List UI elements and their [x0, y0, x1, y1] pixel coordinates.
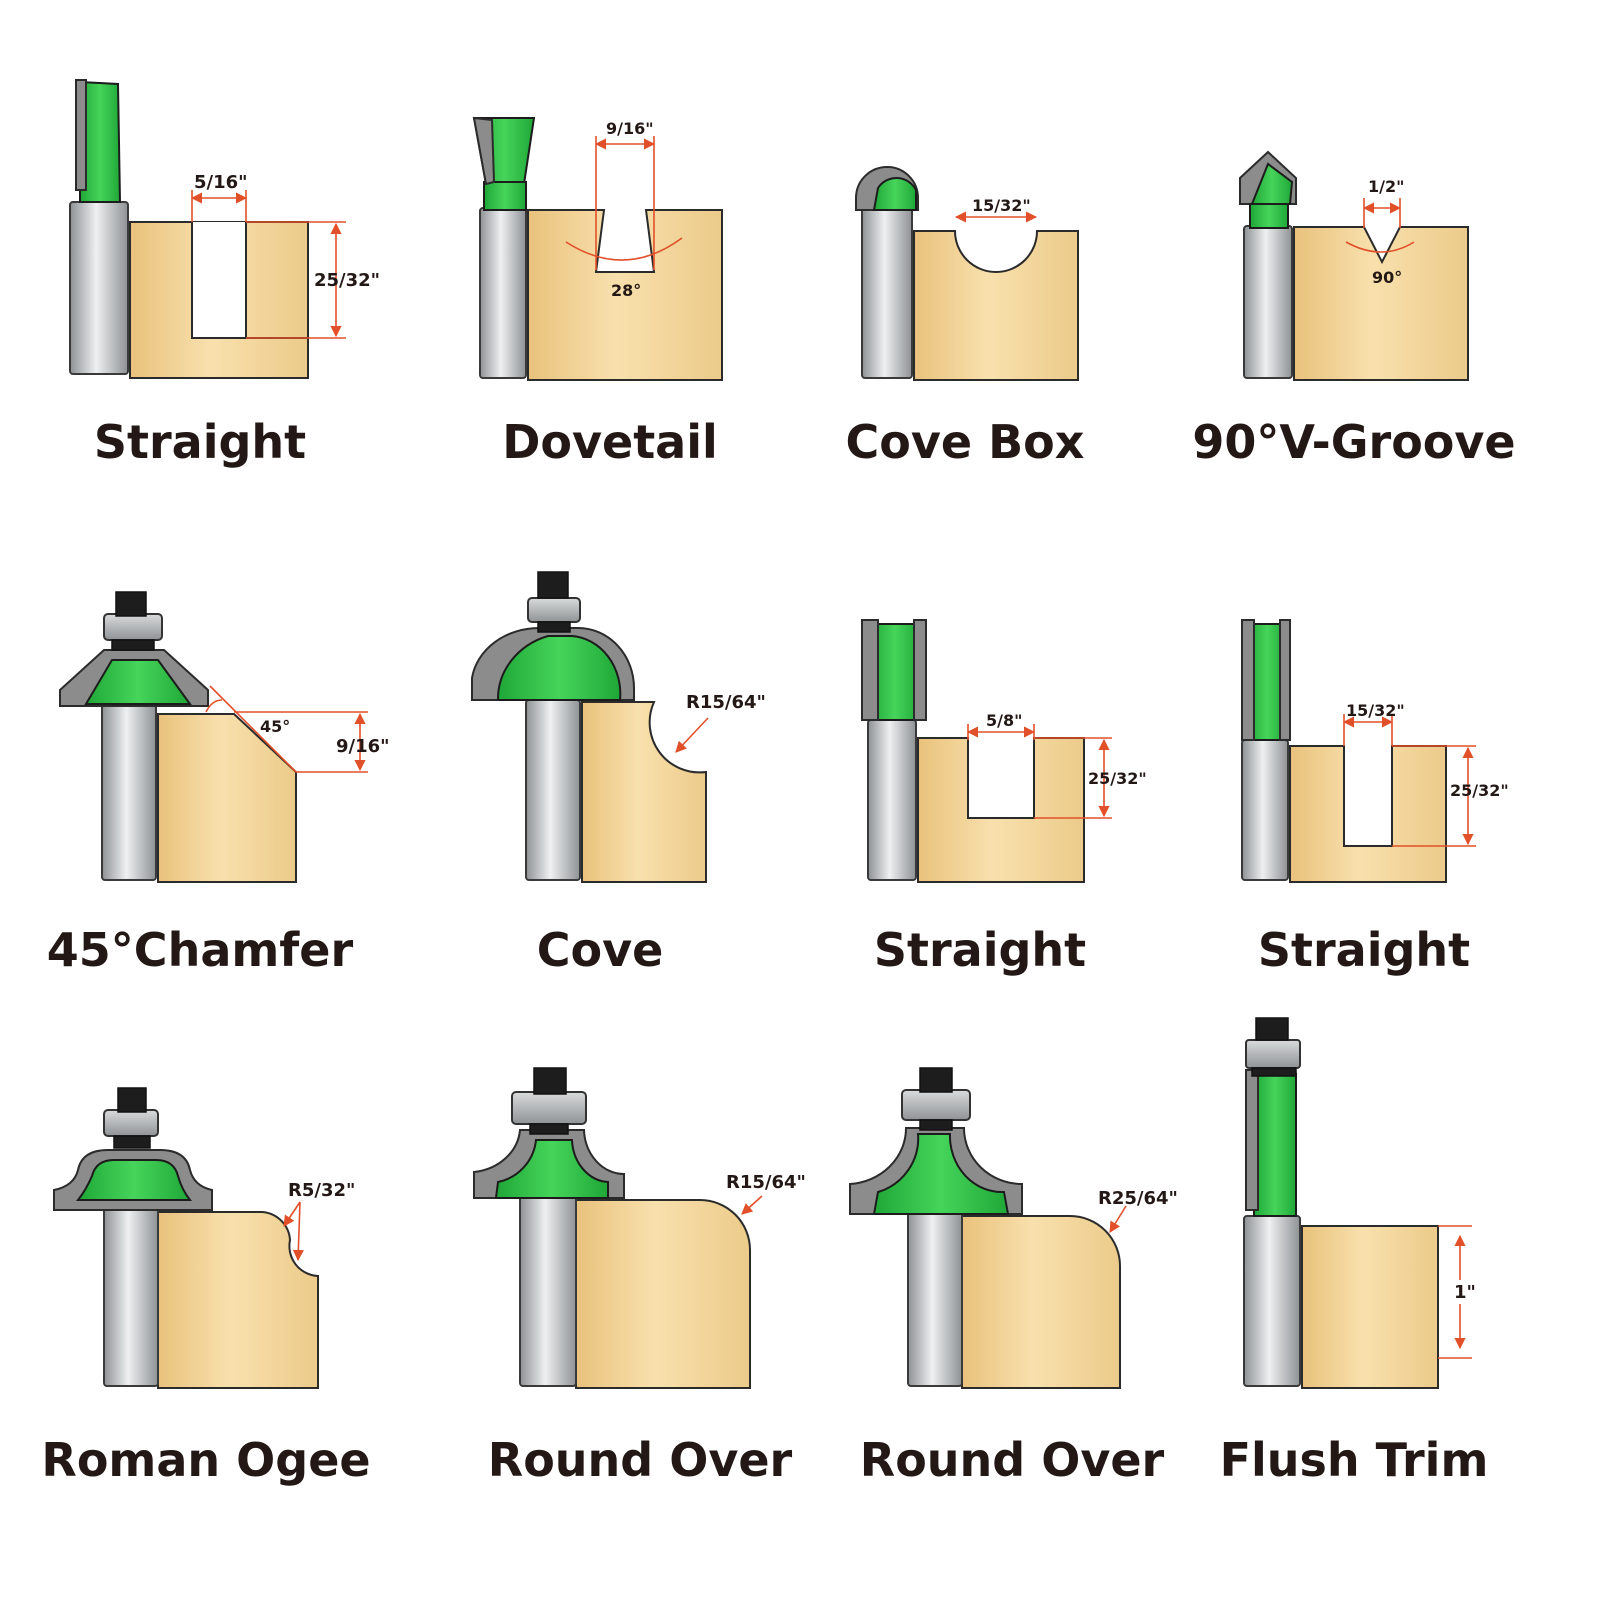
wood-block — [157, 713, 297, 883]
wood-block — [575, 1199, 751, 1389]
wood-block — [527, 209, 723, 381]
dim-angle: 90° — [1372, 268, 1402, 287]
dim-width: 5/8" — [986, 711, 1022, 730]
dim-radius: R25/64" — [1098, 1188, 1178, 1209]
bit-title: Straight — [1258, 923, 1470, 977]
bit-straight-3: 15/32" 25/32" Straight — [1241, 619, 1509, 977]
shank — [479, 207, 527, 379]
bit-title: Round Over — [488, 1433, 793, 1487]
bearing-screw — [117, 1087, 147, 1113]
bit-title: Dovetail — [502, 415, 718, 469]
bit-cove: R15/64" Cove — [471, 571, 766, 977]
bit-title: 90°V-Groove — [1192, 415, 1515, 469]
carbide-edge — [75, 79, 87, 191]
bit-chamfer: 45° 9/16" 45°Chamfer — [47, 591, 390, 977]
shank — [69, 201, 129, 375]
bit-title: Cove — [537, 923, 664, 977]
shank — [1243, 225, 1293, 379]
dim-length: 1" — [1454, 1282, 1476, 1303]
bearing — [511, 1091, 587, 1125]
shank — [1243, 1215, 1301, 1387]
dim-depth: 25/32" — [1088, 769, 1147, 788]
shank — [907, 1211, 963, 1387]
dim-radius: R5/32" — [288, 1180, 355, 1201]
dim-radius: R15/64" — [686, 692, 766, 713]
bit-straight-1: 5/16" 25/32" Straight — [69, 79, 380, 469]
bit-title: Roman Ogee — [41, 1433, 370, 1487]
shank — [525, 699, 581, 881]
bearing-screw — [919, 1067, 953, 1093]
shank — [519, 1195, 577, 1387]
bit-flush-trim: 1" Flush Trim — [1220, 1017, 1489, 1487]
dim-width: 5/16" — [194, 172, 248, 193]
wood-block — [917, 737, 1085, 883]
bit-title: Straight — [874, 923, 1086, 977]
wood-block — [913, 230, 1079, 381]
bit-title: Flush Trim — [1220, 1433, 1489, 1487]
dim-depth: 25/32" — [1450, 781, 1509, 800]
bit-dovetail: 9/16" 28° Dovetail — [472, 116, 723, 469]
bit-straight-2: 5/8" 25/32" Straight — [861, 619, 1147, 977]
bit-title: Cove Box — [846, 415, 1085, 469]
bit-round-over-1: R15/64" Round Over — [473, 1067, 806, 1487]
shank — [861, 207, 913, 379]
dim-width: 15/32" — [1346, 701, 1405, 720]
bearing — [103, 613, 163, 641]
shank — [101, 701, 157, 881]
bearing — [901, 1089, 971, 1121]
dim-width: 9/16" — [606, 119, 654, 138]
bit-roman-ogee: R5/32" Roman Ogee — [41, 1087, 371, 1487]
dim-angle: 28° — [611, 281, 641, 300]
shank — [867, 719, 917, 881]
bit-cove-box: 15/32" Cove Box — [846, 166, 1085, 469]
bit-title: 45°Chamfer — [47, 923, 354, 977]
bearing-screw — [537, 571, 569, 599]
bearing-screw — [115, 591, 147, 617]
groove-cut — [192, 222, 246, 338]
bit-title: Round Over — [860, 1433, 1165, 1487]
dim-width: 15/32" — [972, 196, 1031, 215]
bearing — [103, 1109, 159, 1137]
wood-block — [1289, 745, 1447, 883]
flush-trim-cutter — [1253, 1073, 1297, 1217]
bit-title: Straight — [94, 415, 306, 469]
dim-radius: R15/64" — [726, 1172, 806, 1193]
bearing — [527, 597, 581, 623]
bearing — [1245, 1039, 1301, 1069]
shank — [103, 1205, 159, 1387]
wood-block — [1293, 226, 1469, 381]
wood-block — [581, 701, 707, 883]
dim-height: 9/16" — [336, 736, 390, 757]
wood-block — [961, 1215, 1121, 1389]
bearing-screw — [1255, 1017, 1289, 1041]
bit-round-over-2: R25/64" Round Over — [849, 1067, 1178, 1487]
shank — [1241, 739, 1289, 881]
bit-v-groove: 1/2" 90° 90°V-Groove — [1192, 150, 1516, 469]
dim-angle: 45° — [260, 717, 290, 736]
wood-block — [1301, 1225, 1439, 1389]
bearing-screw — [533, 1067, 567, 1095]
wood-block — [157, 1211, 319, 1389]
dim-width: 1/2" — [1368, 177, 1404, 196]
dim-depth: 25/32" — [314, 270, 380, 291]
